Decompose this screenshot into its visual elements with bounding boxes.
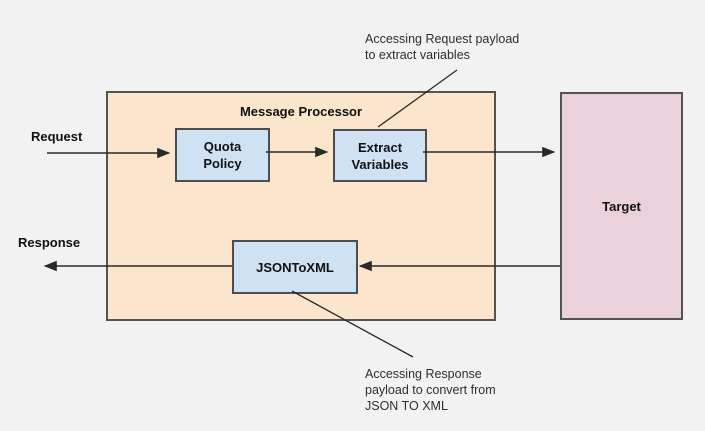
node-target: Target [560,92,683,320]
request-label: Request [31,129,83,144]
response-label: Response [18,235,81,250]
message-processor-title: Message Processor [239,104,363,119]
node-quota-policy: Quota Policy [175,128,270,182]
annotation-response-payload: Accessing Response payload to convert fr… [365,367,496,413]
node-jsontoxml: JSONToXML [232,240,358,294]
target-label: Target [602,198,641,214]
extract-variables-label: Extract Variables [351,139,409,172]
jsontoxml-label: JSONToXML [256,259,334,275]
quota-policy-label: Quota Policy [203,139,242,171]
annotation-request-payload: Accessing Request payload to extract var… [365,32,520,62]
node-extract-variables: Extract Variables [333,129,427,182]
